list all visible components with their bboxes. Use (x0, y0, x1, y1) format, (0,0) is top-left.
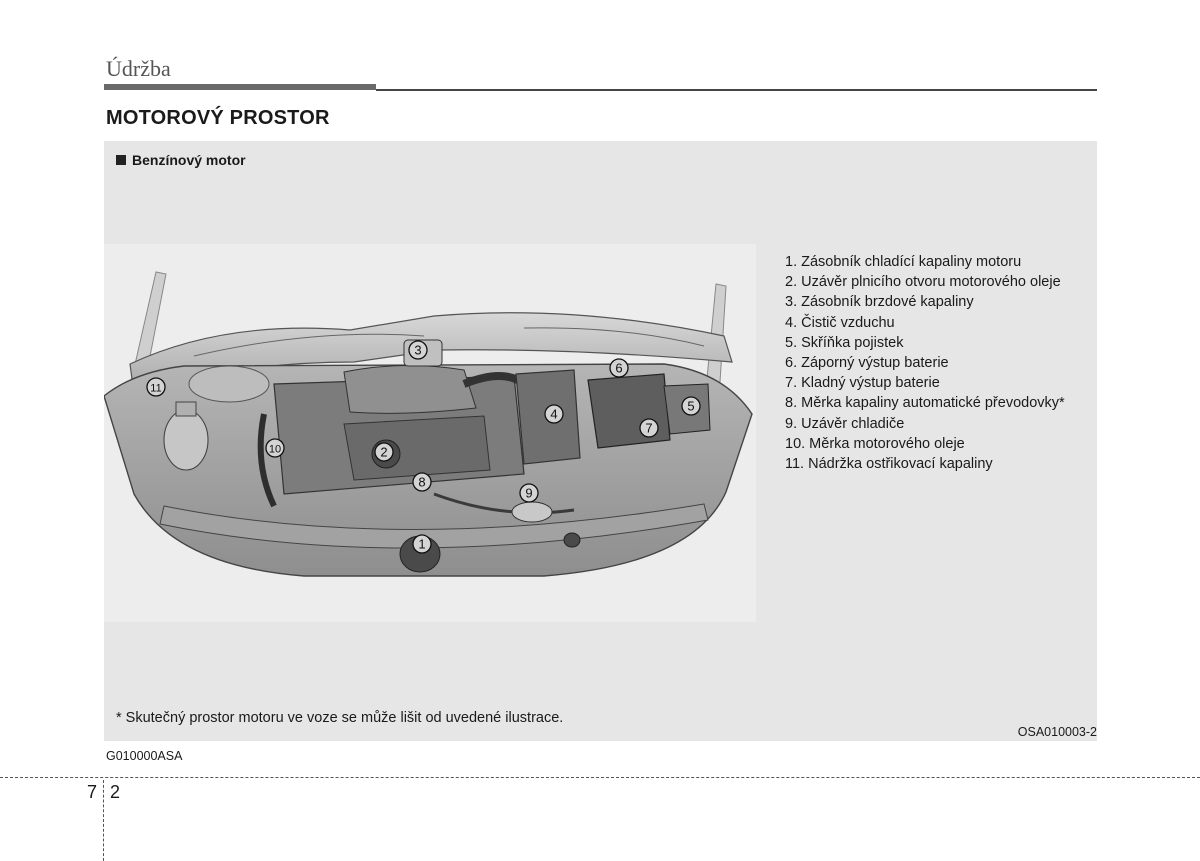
figure-panel: Benzínový motor (104, 141, 1097, 741)
header-rule-thin (376, 89, 1097, 91)
svg-text:10: 10 (269, 444, 281, 456)
legend-list: 1. Zásobník chladící kapaliny motoru 2. … (785, 252, 1065, 474)
svg-text:4: 4 (550, 407, 557, 422)
page-chapter: 7 (87, 782, 98, 802)
legend-item: 7. Kladný výstup baterie (785, 375, 940, 392)
svg-text:9: 9 (525, 486, 532, 501)
figure-label: Benzínový motor (116, 152, 246, 168)
page-heading: MOTOROVÝ PROSTOR (106, 107, 330, 129)
header-rule-thick (104, 84, 376, 90)
svg-text:8: 8 (418, 475, 425, 490)
page-number: 2 (110, 782, 121, 802)
callout-2: 2 (374, 442, 394, 462)
callout-5: 5 (681, 396, 701, 416)
legend-item: 6. Záporný výstup baterie (785, 355, 949, 372)
legend-item: 4. Čistič vzduchu (785, 314, 895, 331)
svg-text:2: 2 (380, 445, 387, 460)
legend-item: 1. Zásobník chladící kapaliny motoru (785, 254, 1022, 270)
legend-item: 11. Nádržka ostřikovací kapaliny (785, 456, 993, 473)
figure-label-text: Benzínový motor (132, 152, 246, 168)
section-title: Údržba (106, 56, 171, 81)
document-code: G010000ASA (106, 749, 183, 763)
svg-text:3: 3 (414, 343, 421, 358)
legend-item: 2. Uzávěr plnicího otvoru motorového ole… (785, 274, 1061, 291)
svg-text:6: 6 (615, 361, 622, 376)
callout-9: 9 (519, 483, 539, 503)
callout-1: 1 (412, 534, 432, 554)
callout-6: 6 (609, 358, 629, 378)
square-bullet-icon (116, 155, 126, 165)
legend-item: 9. Uzávěr chladiče (785, 415, 905, 432)
callout-10: 10 (265, 438, 285, 458)
footer-dashed-rule (0, 777, 1200, 778)
figure-footnote: * Skutečný prostor motoru ve voze se můž… (116, 710, 564, 726)
callout-7: 7 (639, 418, 659, 438)
figure-code: OSA010003-2 (1017, 725, 1097, 739)
legend-item: 10. Měrka motorového oleje (785, 435, 965, 452)
callout-11: 11 (146, 377, 166, 397)
callout-4: 4 (544, 404, 564, 424)
callout-8: 8 (412, 472, 432, 492)
svg-text:1: 1 (418, 537, 425, 552)
svg-text:5: 5 (687, 399, 694, 414)
svg-text:7: 7 (645, 421, 652, 436)
footer-dashed-divider (103, 780, 104, 861)
legend-item: 5. Skříňka pojistek (785, 334, 904, 351)
legend-item: 3. Zásobník brzdové kapaliny (785, 294, 974, 311)
engine-bay-illustration: 1 2 3 4 5 6 7 8 9 10 11 (104, 244, 756, 622)
svg-text:11: 11 (150, 383, 161, 395)
legend-item: 8. Měrka kapaliny automatické převodovky… (785, 395, 1065, 412)
callout-3: 3 (408, 340, 428, 360)
